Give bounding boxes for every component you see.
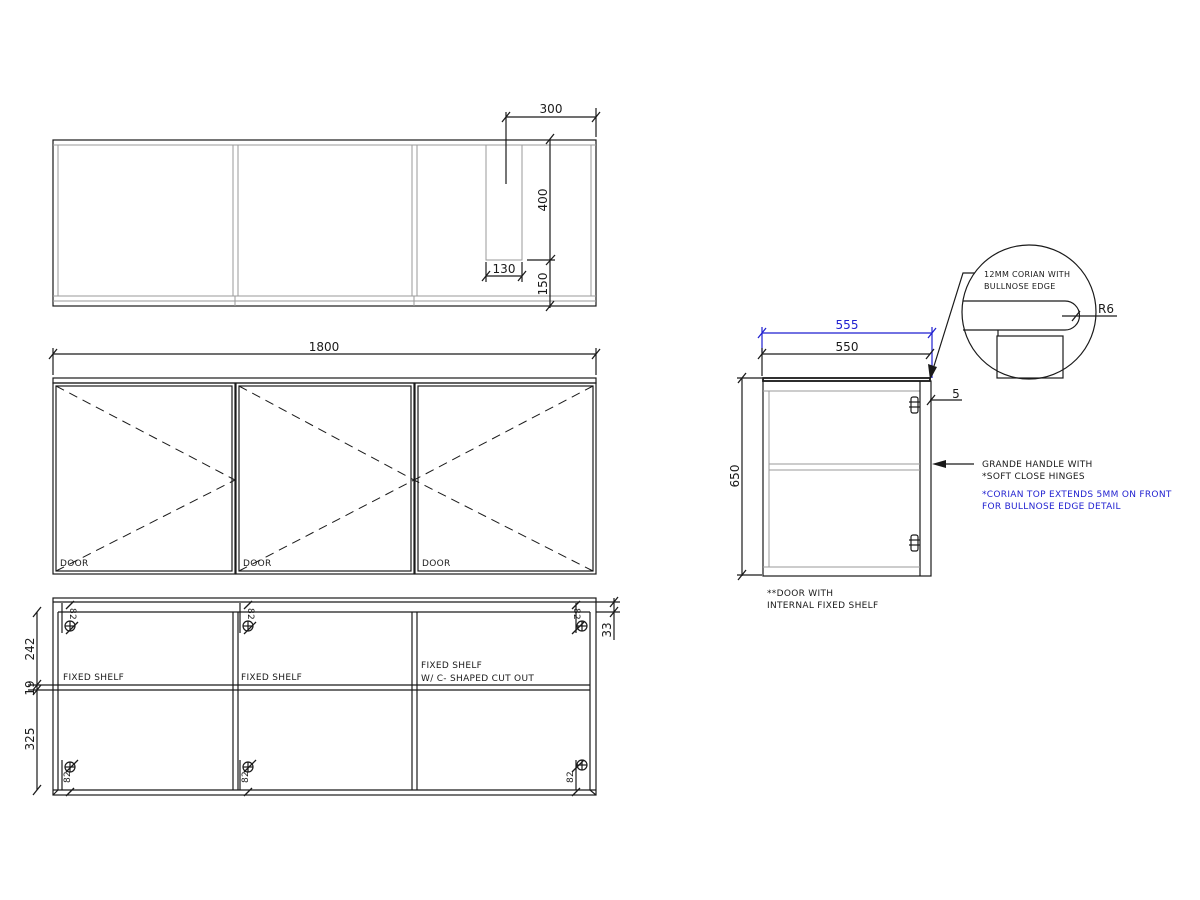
hinge-icon <box>909 534 920 552</box>
door-2 <box>235 382 415 575</box>
dim-550: 550 <box>836 340 859 354</box>
shelf-label-2: FIXED SHELF <box>241 673 302 683</box>
door-label-3: DOOR <box>422 559 451 569</box>
carcass-outline <box>52 597 597 796</box>
door-label-2: DOOR <box>243 559 272 569</box>
detail-title-1: 12MM CORIAN WITH <box>984 270 1070 279</box>
shelf-label-3-note: W/ C- SHAPED CUT OUT <box>421 674 534 684</box>
dim-325: 325 <box>23 728 37 751</box>
plan-cutout <box>485 144 523 261</box>
dim-242: 242 <box>23 638 37 661</box>
dim-150: 150 <box>536 273 550 296</box>
svg-text:82: 82 <box>245 608 255 620</box>
svg-text:82: 82 <box>63 771 73 783</box>
corian-note-1: *CORIAN TOP EXTENDS 5MM ON FRONT <box>982 490 1172 500</box>
dim-19: 19 <box>23 680 37 695</box>
corian-note-2: FOR BULLNOSE EDGE DETAIL <box>982 502 1121 512</box>
detail-title-2: BULLNOSE EDGE <box>984 282 1056 291</box>
dim-555: 555 <box>836 318 859 332</box>
hinge-icon: 82 <box>566 759 588 797</box>
handle-note-2: *SOFT CLOSE HINGES <box>982 472 1085 482</box>
door-label-1: DOOR <box>60 559 89 569</box>
dim-r6: R6 <box>1098 302 1114 316</box>
side-section: 555 550 650 <box>728 318 1172 611</box>
shelf-label-3: FIXED SHELF <box>421 661 482 671</box>
dim-5: 5 <box>952 387 960 401</box>
handle-note-1: GRANDE HANDLE WITH <box>982 460 1093 470</box>
door-note-1: **DOOR WITH <box>767 589 833 599</box>
dim-33: 33 <box>600 622 614 637</box>
svg-text:82: 82 <box>571 608 581 620</box>
dim-650: 650 <box>728 465 742 488</box>
internal-elevation: FIXED SHELF FIXED SHELF FIXED SHELF W/ C… <box>23 596 620 797</box>
dim-300: 300 <box>540 102 563 116</box>
hinge-icon: 82 <box>61 600 79 635</box>
plan-view: 300 400 150 130 <box>52 102 601 312</box>
dim-400: 400 <box>536 189 550 212</box>
leader-arrow-icon <box>928 364 937 380</box>
dim-1800: 1800 <box>309 340 340 354</box>
arrow-icon <box>932 460 946 468</box>
dim-130: 130 <box>493 262 516 276</box>
svg-text:82: 82 <box>241 771 251 783</box>
door-3 <box>414 382 597 575</box>
side-carcass <box>762 380 932 577</box>
door-1 <box>52 382 236 575</box>
hinge-icon: 82 <box>239 600 257 635</box>
detail-bubble: 12MM CORIAN WITH BULLNOSE EDGE R6 <box>928 244 1117 380</box>
hinge-icon <box>909 396 920 414</box>
front-elevation: 1800 DOOR DOOR DOOR <box>48 340 601 575</box>
hinge-icon: 82 <box>571 600 588 635</box>
hinge-icon: 82 <box>61 759 79 797</box>
shelf-label-1: FIXED SHELF <box>63 673 124 683</box>
plan-outline <box>52 139 597 307</box>
door-note-2: INTERNAL FIXED SHELF <box>767 601 878 611</box>
hinge-icon: 82 <box>239 759 257 797</box>
svg-text:82: 82 <box>566 771 576 783</box>
svg-text:82: 82 <box>67 608 77 620</box>
